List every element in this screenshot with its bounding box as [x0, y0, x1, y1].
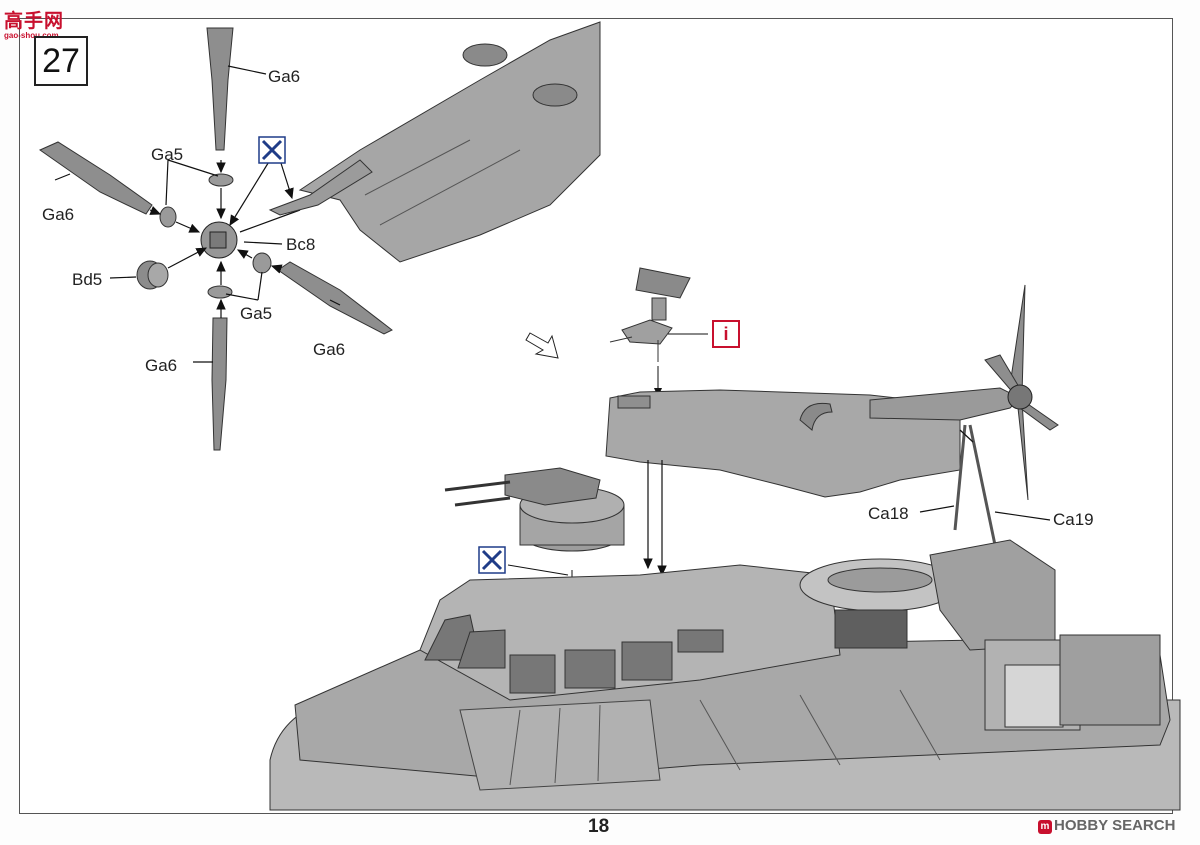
spacer-ga5-right	[252, 252, 272, 274]
watermark-top-left: 高手网 gao-shou.com	[4, 11, 65, 40]
spacer-ga5-left	[159, 206, 177, 228]
hobby-search-logo-icon: m	[1038, 820, 1052, 834]
blade-ga6-left	[38, 141, 153, 215]
spacer-ga5-top	[208, 173, 234, 187]
label-ga6-right: Ga6	[313, 340, 346, 359]
label-ga5-bottom: Ga5	[240, 304, 273, 323]
step-number-box: 27	[34, 36, 88, 86]
hovercraft-hull	[269, 539, 1181, 811]
label-ca18: Ca18	[868, 504, 909, 523]
blade-ga6-bottom	[211, 317, 228, 451]
label-ga6-top: Ga6	[268, 67, 301, 86]
blade-ga6-top	[206, 27, 234, 151]
radar-mast-part	[609, 267, 708, 397]
glue-icon-turret	[478, 546, 506, 574]
nacelle-closeup	[268, 21, 601, 263]
spacer-ga5-bottom	[207, 285, 233, 299]
label-bd5: Bd5	[72, 270, 103, 289]
spinner-bd5	[136, 260, 169, 290]
propeller-exploded-view	[38, 27, 393, 451]
direction-chevron	[525, 332, 559, 359]
page-number: 18	[588, 816, 610, 837]
info-icon: i	[712, 320, 740, 348]
label-ca19: Ca19	[1053, 510, 1094, 529]
label-ga6-left: Ga6	[42, 205, 75, 224]
glue-icon-top	[258, 136, 286, 164]
label-bc8: Bc8	[286, 235, 316, 254]
blade-ga6-right	[277, 261, 393, 335]
gun-turret	[444, 467, 625, 593]
nacelle-assembly	[605, 284, 1059, 634]
label-ga5-top: Ga5	[151, 145, 184, 164]
label-ga6-bottom: Ga6	[145, 356, 178, 375]
